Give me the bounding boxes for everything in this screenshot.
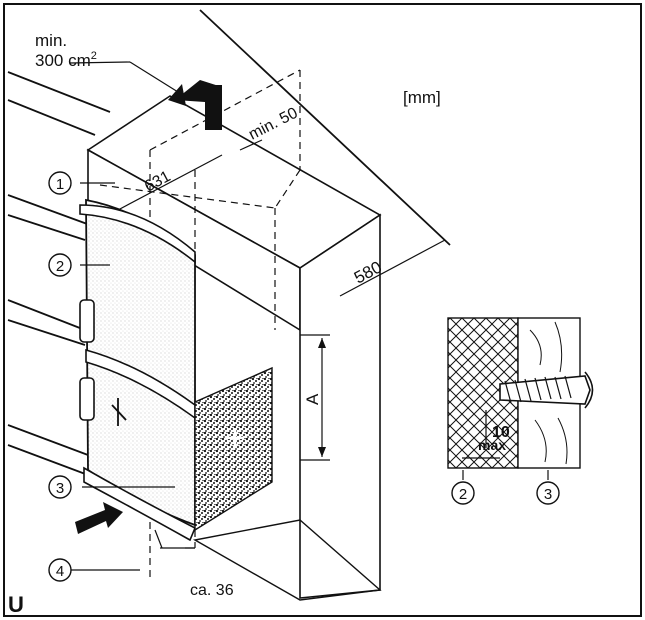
center-mark-door (111, 398, 127, 426)
callout-1: 1 (48, 171, 72, 195)
refrigerator (79, 198, 197, 542)
callout-3: 3 (48, 475, 72, 499)
door-handle-upper (79, 299, 95, 343)
detail-callout-2: 2 (451, 481, 475, 505)
front-arrow-icon (75, 502, 123, 534)
door-handle-lower (79, 377, 95, 421)
svg-text:4: 4 (56, 563, 64, 580)
detail-callout-3: 3 (536, 481, 560, 505)
screw-detail (447, 317, 594, 480)
center-mark-panel (226, 428, 244, 448)
upper-cabinet (86, 95, 382, 599)
wall-lines (7, 9, 451, 476)
svg-text:2: 2 (459, 486, 467, 503)
corner-mark: U (8, 592, 24, 617)
bottom-gap-label: ca. 36 (190, 582, 234, 599)
callout-2: 2 (48, 253, 72, 277)
dimension-lines (69, 61, 446, 571)
svg-text:3: 3 (56, 480, 64, 497)
plinth (193, 519, 382, 601)
ventilation-label-line1: min. (35, 31, 67, 50)
gap-top-label: min. 50 (246, 105, 301, 144)
screw-depth-unit: max (478, 437, 506, 453)
frame-border (3, 3, 642, 617)
ventilation-arrow-icon (168, 80, 222, 130)
units-label: [mm] (403, 88, 441, 107)
ventilation-label-line2: 300 cm2 (35, 50, 97, 70)
side-panel (194, 366, 273, 532)
svg-text:1: 1 (56, 176, 64, 193)
svg-text:3: 3 (544, 486, 552, 503)
svg-text:2: 2 (56, 258, 64, 275)
height-label: A (303, 393, 322, 405)
callout-4: 4 (48, 558, 72, 582)
screw-depth-value: 10 (492, 424, 510, 441)
